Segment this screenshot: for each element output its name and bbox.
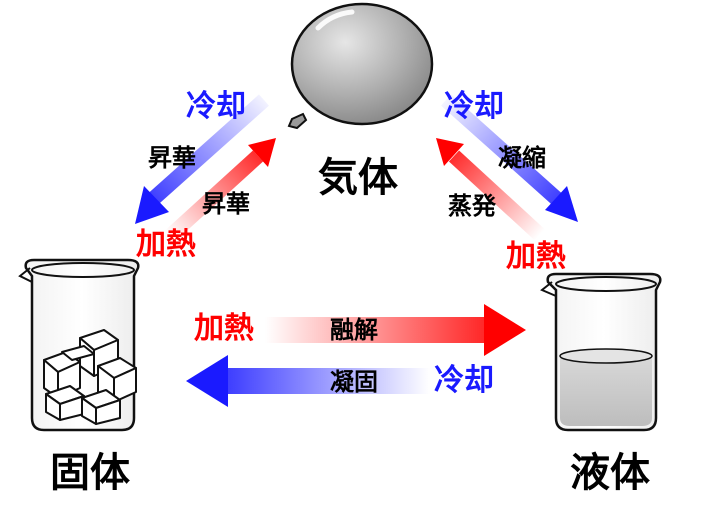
state-label-solid: 固体: [50, 450, 130, 496]
arrow-sublimation-cooling: [135, 94, 269, 224]
state-label-liquid: 液体: [570, 450, 650, 496]
arrow-melting: [265, 304, 526, 356]
condition-label-cool-bottom: 冷却: [434, 363, 494, 398]
condition-label-heat-right: 加熱: [506, 239, 566, 274]
beaker-with-ice-icon: [18, 258, 140, 432]
process-label-condensation: 凝縮: [498, 144, 546, 172]
beaker-with-liquid-icon: [540, 272, 662, 432]
condition-label-cool-left: 冷却: [186, 89, 246, 124]
balloon-icon: [287, 2, 434, 130]
state-label-gas: 気体: [318, 155, 398, 201]
condition-label-cool-right: 冷却: [444, 89, 504, 124]
arrow-condensation: [441, 94, 578, 222]
condition-label-heat-bottom: 加熱: [194, 311, 254, 346]
process-label-evaporation: 蒸発: [448, 192, 496, 220]
arrow-freezing: [186, 355, 434, 407]
arrow-evaporation: [436, 138, 546, 241]
condition-label-heat-left: 加熱: [136, 227, 196, 262]
process-label-sublimation-deposition: 昇華: [148, 144, 196, 172]
process-label-freezing: 凝固: [330, 368, 378, 396]
process-label-melting: 融解: [330, 316, 378, 344]
process-label-sublimation: 昇華: [202, 190, 250, 218]
arrow-sublimation-heating: [164, 138, 276, 242]
